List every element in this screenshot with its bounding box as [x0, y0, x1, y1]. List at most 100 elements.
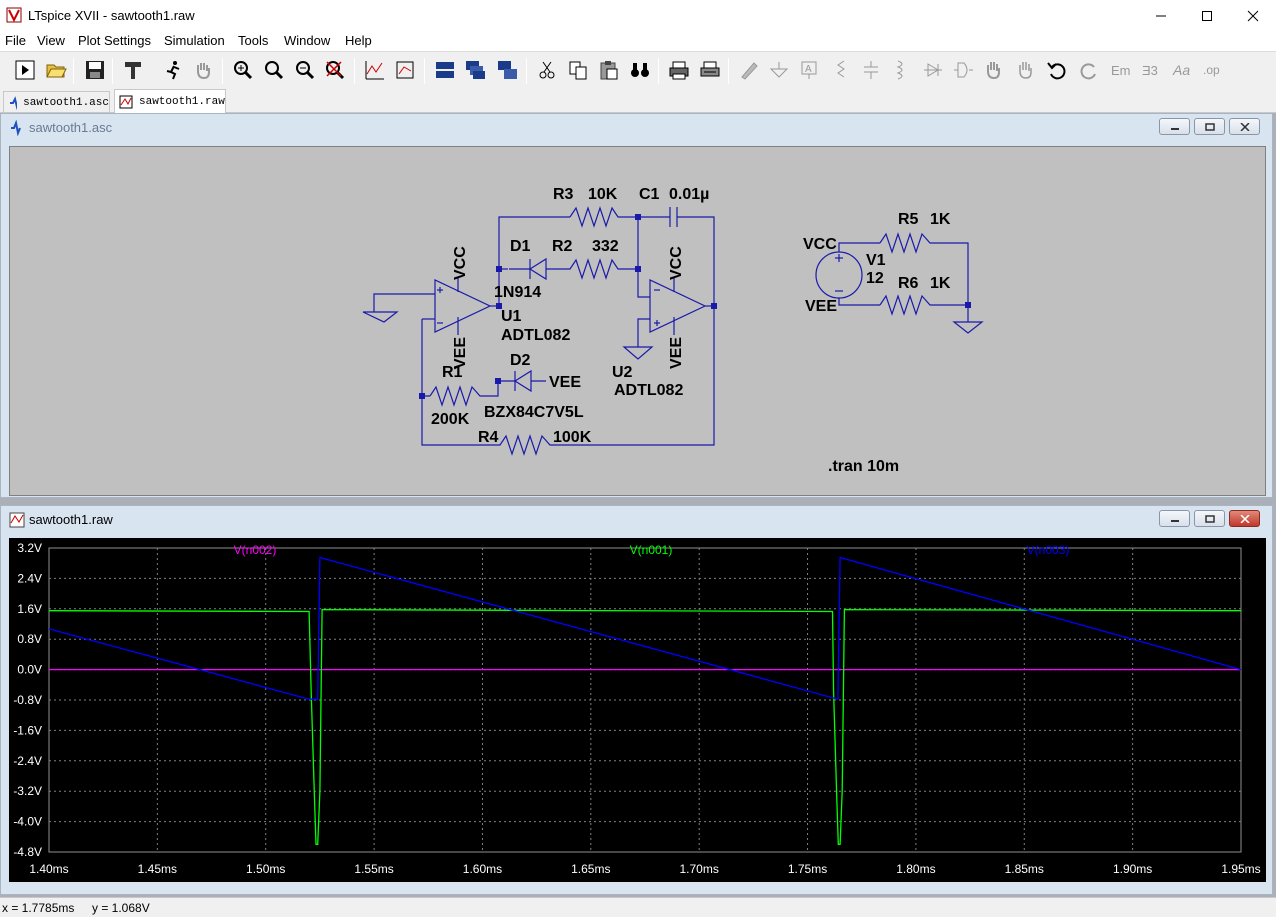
- svg-text:Aa: Aa: [1172, 62, 1190, 78]
- menu-window[interactable]: Window: [284, 33, 331, 48]
- tab-schematic[interactable]: sawtooth1.asc: [3, 91, 110, 113]
- component-button[interactable]: [950, 57, 976, 83]
- cut-button[interactable]: [534, 57, 560, 83]
- rotate-button[interactable]: Em: [1108, 57, 1134, 83]
- menu-tools[interactable]: Tools: [238, 33, 269, 48]
- y-tick-label: 3.2V: [17, 541, 42, 555]
- trace-v-n003: [48, 556, 1242, 701]
- undo-button[interactable]: [1044, 57, 1070, 83]
- legend-vn003: V(n003): [1027, 543, 1070, 557]
- autorange-button[interactable]: [362, 57, 388, 83]
- open-button[interactable]: [43, 57, 69, 83]
- label-r4: R4: [478, 429, 499, 446]
- spice-directive-button[interactable]: .op: [1200, 57, 1226, 83]
- x-tick-label: 1.55ms: [354, 862, 393, 876]
- tab-waveform[interactable]: sawtooth1.raw: [114, 89, 226, 113]
- paste-button[interactable]: [596, 57, 622, 83]
- zoom-in-button[interactable]: [230, 57, 256, 83]
- inductor-button[interactable]: [888, 57, 914, 83]
- diode-button[interactable]: [920, 57, 946, 83]
- run-button[interactable]: [160, 57, 186, 83]
- drag-button[interactable]: [1012, 57, 1038, 83]
- waveform-close-button[interactable]: [1229, 510, 1260, 527]
- plot-traces: [48, 556, 1242, 846]
- label-vcc-source: VCC: [803, 236, 837, 253]
- zoom-fit-icon: [326, 61, 345, 80]
- text-button[interactable]: Aa: [1170, 57, 1196, 83]
- label-u2: U2: [612, 364, 633, 381]
- tile-horizontal-button[interactable]: [432, 57, 458, 83]
- print-setup-button[interactable]: [697, 57, 723, 83]
- y-tick-label: -3.2V: [13, 784, 42, 798]
- document-tabs: sawtooth1.asc sawtooth1.raw: [0, 89, 1276, 113]
- schematic-close-button[interactable]: [1229, 118, 1260, 135]
- cascade-button[interactable]: [462, 57, 488, 83]
- running-man-icon: [166, 61, 180, 80]
- trace-v-n001: [48, 608, 1242, 846]
- chart-icon: [365, 61, 384, 80]
- waveform-window-titlebar[interactable]: sawtooth1.raw: [1, 506, 1272, 532]
- restore-icon: [1204, 514, 1215, 523]
- control-panel-button[interactable]: [120, 57, 146, 83]
- find-button[interactable]: [627, 57, 653, 83]
- new-schematic-button[interactable]: [12, 57, 38, 83]
- svg-text:Em: Em: [1111, 63, 1131, 78]
- schematic-window-titlebar[interactable]: sawtooth1.asc: [1, 114, 1272, 140]
- label-r5: R5: [898, 211, 919, 228]
- schematic-window-title: sawtooth1.asc: [29, 120, 113, 135]
- draw-wire-button[interactable]: [736, 57, 762, 83]
- label-u1-value: ADTL082: [501, 327, 570, 344]
- manual-limits-button[interactable]: [392, 57, 418, 83]
- zoom-fit-button[interactable]: [322, 57, 348, 83]
- restore-icon: [1204, 122, 1215, 131]
- label-r3-value: 10K: [588, 186, 618, 203]
- copy-button[interactable]: [565, 57, 591, 83]
- close-icon: [1239, 122, 1250, 131]
- zoom-in-icon: [234, 61, 253, 80]
- waveform-minimize-button[interactable]: [1159, 510, 1190, 527]
- ground-button[interactable]: [766, 57, 792, 83]
- resistor-button[interactable]: [828, 57, 854, 83]
- save-button[interactable]: [82, 57, 108, 83]
- label-vcc-u1: VCC: [452, 246, 469, 280]
- redo-button[interactable]: [1076, 57, 1102, 83]
- pan-button[interactable]: [261, 57, 287, 83]
- schematic-canvas[interactable]: R3 10K C1 0.01µ D1 R2 332 1N914 U1 ADTL0…: [9, 146, 1266, 496]
- menu-plot-settings[interactable]: Plot Settings: [78, 33, 151, 48]
- move-button[interactable]: [980, 57, 1006, 83]
- schematic-restore-button[interactable]: [1194, 118, 1225, 135]
- diode-icon: [924, 63, 942, 77]
- y-tick-label: -4.8V: [13, 845, 42, 859]
- menu-view[interactable]: View: [37, 33, 65, 48]
- label-vee-d2: VEE: [549, 374, 581, 391]
- waveform-restore-button[interactable]: [1194, 510, 1225, 527]
- label-vee-source: VEE: [805, 298, 837, 315]
- x-tick-label: 1.40ms: [29, 862, 68, 876]
- minimize-icon: [1170, 519, 1179, 522]
- menu-help[interactable]: Help: [345, 33, 372, 48]
- x-tick-label: 1.75ms: [788, 862, 827, 876]
- capacitor-button[interactable]: [858, 57, 884, 83]
- ground-2: [622, 318, 654, 360]
- y-tick-label: -4.0V: [13, 815, 42, 829]
- menu-bar: File View Plot Settings Simulation Tools…: [0, 31, 1276, 51]
- folder-open-icon: [46, 64, 67, 78]
- maximize-button[interactable]: [1184, 0, 1230, 31]
- close-button[interactable]: [1230, 0, 1276, 31]
- halt-button[interactable]: [190, 57, 216, 83]
- label-v1-value: 12: [866, 270, 884, 287]
- minimize-button[interactable]: [1138, 0, 1184, 31]
- label-vee-u1: VEE: [452, 337, 469, 369]
- menu-simulation[interactable]: Simulation: [164, 33, 225, 48]
- window-title: LTspice XVII - sawtooth1.raw: [28, 8, 195, 23]
- zoom-out-button[interactable]: [292, 57, 318, 83]
- tile-vertical-button[interactable]: [494, 57, 520, 83]
- mirror-button[interactable]: Ǝ3: [1138, 57, 1164, 83]
- waveform-window-title: sawtooth1.raw: [29, 512, 113, 527]
- label-net-button[interactable]: A: [796, 57, 822, 83]
- mirror-icon: Ǝ3: [1142, 63, 1158, 78]
- menu-file[interactable]: File: [5, 33, 26, 48]
- print-button[interactable]: [666, 57, 692, 83]
- schematic-minimize-button[interactable]: [1159, 118, 1190, 135]
